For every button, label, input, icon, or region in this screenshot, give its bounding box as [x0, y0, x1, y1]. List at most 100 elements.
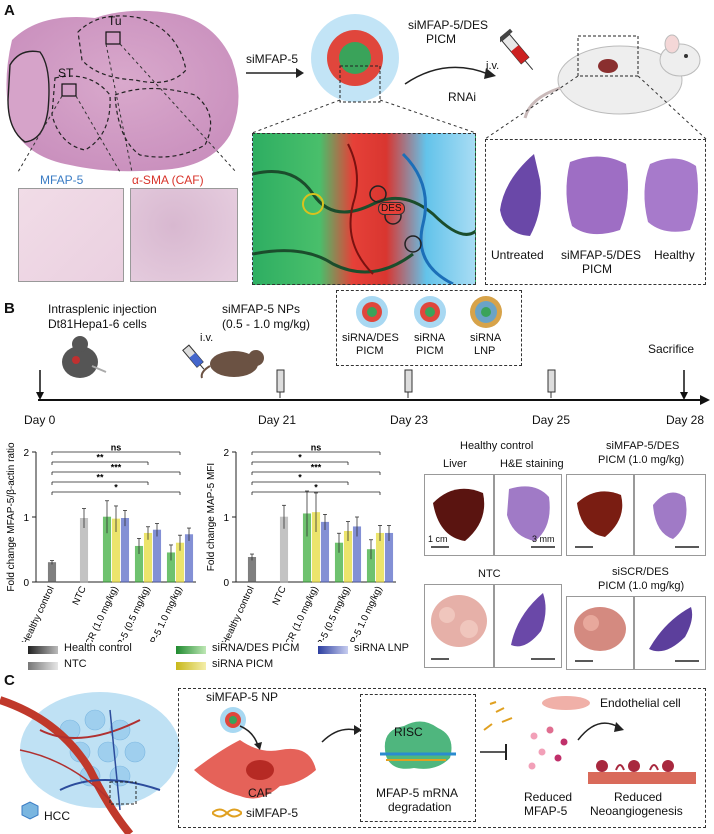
simfap5-dna-label: siMFAP-5	[246, 806, 299, 820]
panel-b-letter: B	[4, 300, 15, 317]
asma-stain-image	[130, 188, 238, 282]
day-25-label: Day 25	[532, 413, 571, 427]
bar	[143, 532, 153, 583]
day-28-label: Day 28	[666, 413, 705, 427]
formulation-2-label-1: siRNA	[414, 332, 446, 344]
liver-simfap5-label-1: siMFAP-5/DES	[561, 248, 642, 262]
liver-healthy-label: Healthy	[654, 248, 695, 262]
ntc-liver-photo	[424, 584, 494, 668]
caf-label: CAF	[248, 786, 272, 800]
mrna-label-2: degradation	[388, 800, 452, 814]
neo-label-2: Neoangiogenesis	[590, 804, 683, 818]
significance-label: ns	[111, 443, 122, 453]
neo-label-1: Reduced	[614, 790, 663, 804]
siscr-he-image	[634, 596, 706, 670]
risc-box	[360, 694, 476, 822]
mfap5-stain-label: MFAP-5	[40, 173, 84, 187]
endothelial-cell-icon	[542, 696, 590, 710]
simfap5-arrow-label: siMFAP-5	[246, 52, 299, 66]
panel-a-letter: A	[4, 2, 15, 19]
hcc-label: HCC	[44, 809, 70, 823]
inhibit-arrow-icon	[480, 744, 507, 760]
formulation-2-label-2: PICM	[416, 345, 444, 357]
formulation-3-label-2: LNP	[474, 345, 496, 357]
syringe-icon-b	[182, 344, 205, 370]
mechanism-box	[178, 688, 706, 828]
rnai-label: RNAi	[448, 90, 477, 104]
legend-lnp-swatch	[318, 646, 348, 654]
legend-des-label: siRNA/DES PICM	[212, 642, 300, 654]
legend-hc-swatch	[28, 646, 58, 654]
fragments-icon	[483, 701, 513, 731]
scalebar-1cm-label: 1 cm	[428, 534, 448, 544]
simfap5-photo-title-2: PICM (1.0 mg/kg)	[598, 454, 685, 466]
y-axis-label: Fold change MAP-5 MFI	[206, 463, 217, 571]
arrow-into-cell-icon	[239, 725, 262, 750]
day-0-label: Day 0	[24, 413, 56, 427]
x-tick-label: NTC	[70, 584, 88, 606]
panel-c-letter: C	[4, 672, 15, 689]
ntc-photo-title: NTC	[478, 568, 501, 580]
formulation-1-label-1: siRNA/DES	[342, 332, 399, 344]
molecular-chain-drawing	[253, 143, 475, 284]
iv-label-b: i.v.	[200, 332, 214, 344]
significance-label: **	[96, 473, 104, 483]
day-23-label: Day 23	[390, 413, 429, 427]
significance-label: **	[96, 453, 104, 463]
tumor-label: Tu	[108, 14, 122, 28]
syringe-day23	[404, 369, 413, 398]
particle-title-2: PICM	[426, 32, 456, 46]
tumor-section-image	[6, 10, 239, 173]
iv-label-a: i.v.	[486, 60, 500, 72]
zoom-connectors	[251, 75, 707, 140]
asma-stain-label: α-SMA (CAF)	[132, 173, 204, 187]
legend-picm-swatch	[176, 662, 206, 670]
liver-untreated-label: Untreated	[491, 248, 544, 262]
siscr-photo-title-1: siSCR/DES	[612, 566, 669, 578]
liver-results-box	[485, 139, 706, 285]
significance-label: *	[298, 453, 302, 463]
sacrifice-label: Sacrifice	[648, 342, 695, 356]
syringe-day25	[547, 369, 556, 398]
significance-label: *	[314, 483, 318, 493]
bar	[247, 557, 257, 583]
legend-hc-label: Health control	[64, 642, 132, 654]
np-icon-c	[220, 707, 246, 733]
scalebar-3mm-label: 3 mm	[532, 534, 555, 544]
injection-label-2: Dt81Hepa1-6 cells	[48, 317, 147, 331]
hc-liver-photo	[424, 474, 494, 556]
lnp-particle-icon	[470, 296, 502, 328]
syringe-day21	[276, 369, 285, 398]
x-tick-label: NTC	[270, 584, 288, 606]
mouse-icon	[523, 34, 701, 119]
y-tick-label: 1	[223, 513, 229, 524]
bar	[152, 529, 162, 583]
risc-label: RISC	[394, 725, 423, 739]
curved-arrow-icon	[404, 66, 496, 85]
bar	[47, 562, 57, 583]
timeline	[36, 369, 710, 405]
molecular-structure-box	[252, 133, 476, 285]
bar	[120, 518, 130, 583]
arrow-to-risc-icon	[321, 725, 362, 743]
simfap5-liver-photo	[566, 474, 634, 556]
injection-label-1: Intrasplenic injection	[48, 302, 157, 316]
legend-picm-label: siRNA PICM	[212, 658, 274, 670]
np-label-1: siMFAP-5 NPs	[222, 302, 301, 316]
liver-col-label: Liver	[443, 458, 467, 470]
significance-label: *	[114, 483, 118, 493]
stroma-label: ST	[58, 66, 74, 80]
liver-simfap5-image	[566, 156, 628, 235]
simfap5-he-image	[634, 474, 706, 556]
np-label-2: (0.5 - 1.0 mg/kg)	[222, 317, 311, 331]
ntc-he-image	[494, 584, 562, 668]
syringe-icon	[500, 28, 534, 71]
significance-label: ***	[311, 463, 322, 473]
formulation-3-label-1: siRNA	[470, 332, 502, 344]
np-label-c: siMFAP-5 NP	[206, 690, 279, 704]
y-tick-label: 2	[223, 448, 229, 459]
significance-label: ns	[311, 443, 322, 453]
hcc-tumor-illustration	[0, 692, 180, 834]
